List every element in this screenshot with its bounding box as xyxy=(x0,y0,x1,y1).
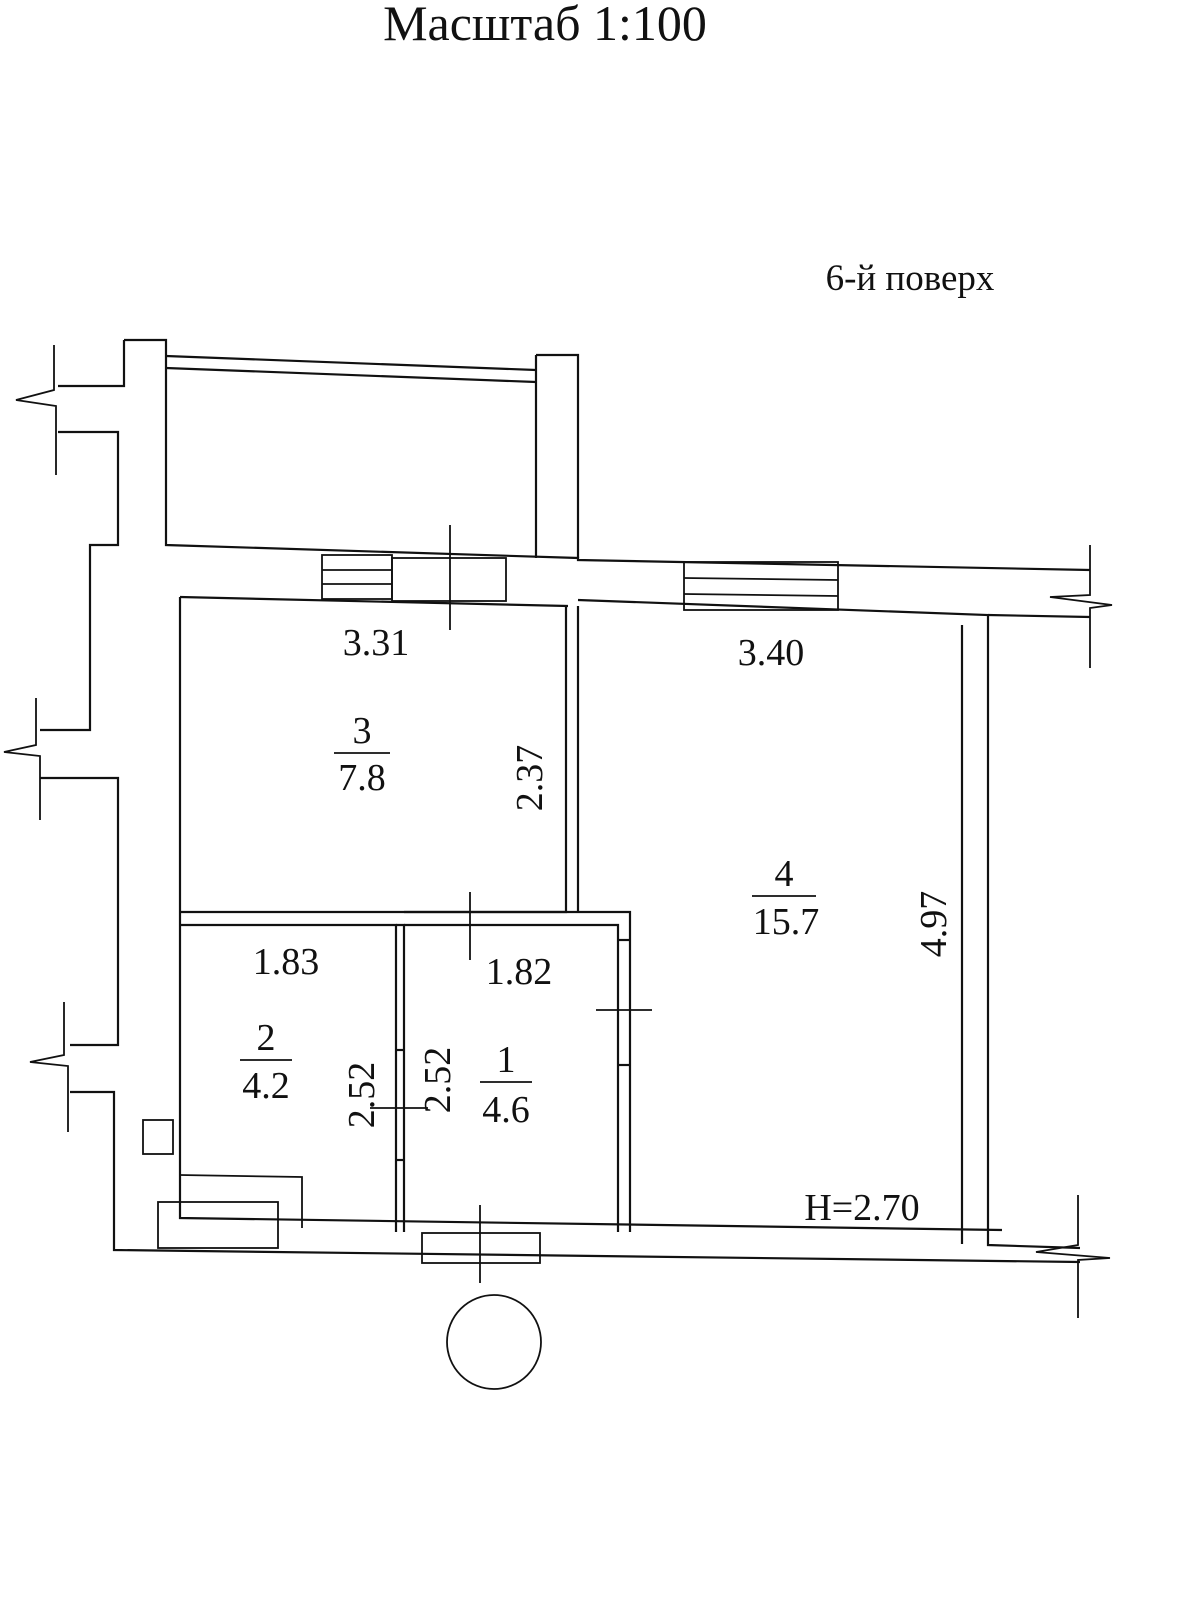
dim-room2-depth: 2.52 xyxy=(341,1062,383,1129)
room-3: 3 7.8 xyxy=(334,710,390,799)
wall-break-marks xyxy=(3,345,1113,1318)
room-2-number: 2 xyxy=(257,1017,276,1059)
scale-title: Масштаб 1:100 xyxy=(383,0,707,51)
room-2-area: 4.2 xyxy=(242,1065,290,1107)
room-4-number: 4 xyxy=(775,853,794,895)
room-2: 2 4.2 xyxy=(240,1017,292,1107)
floor-label: 6-й поверх xyxy=(826,258,995,299)
room-1-number: 1 xyxy=(497,1039,516,1081)
windows xyxy=(321,554,839,1264)
dim-room2-width: 1.83 xyxy=(253,941,320,983)
room-3-number: 3 xyxy=(353,710,372,752)
section-marks xyxy=(370,525,652,1390)
dim-room1-width: 1.82 xyxy=(486,951,553,993)
outer-walls xyxy=(40,338,1091,1264)
room-1-area: 4.6 xyxy=(482,1089,530,1131)
dim-room4-width: 3.40 xyxy=(738,632,805,674)
dim-room3-width: 3.31 xyxy=(343,622,410,664)
room-4: 4 15.7 xyxy=(752,853,819,943)
dim-room3-depth: 2.37 xyxy=(509,745,551,812)
room-3-area: 7.8 xyxy=(338,757,386,799)
ceiling-height: H=2.70 xyxy=(804,1187,919,1229)
partitions xyxy=(180,606,632,1232)
fixtures xyxy=(142,1119,303,1249)
dim-room1-depth: 2.52 xyxy=(417,1047,459,1114)
room-4-area: 15.7 xyxy=(753,901,820,943)
room-1: 1 4.6 xyxy=(480,1039,532,1131)
dim-room4-depth: 4.97 xyxy=(913,891,955,958)
entrance-circle xyxy=(446,1294,542,1390)
